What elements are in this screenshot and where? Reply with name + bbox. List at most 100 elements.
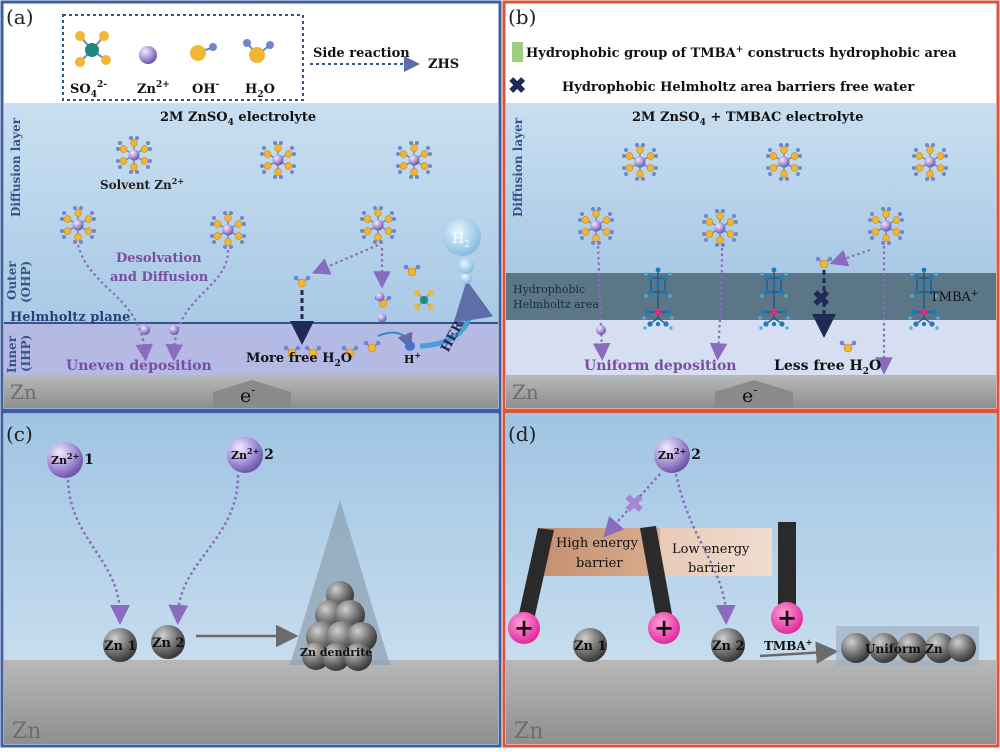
low-energy-label: Low energy	[672, 542, 750, 557]
panel-d-zn-electrode	[506, 660, 996, 744]
svg-text:+: +	[777, 603, 797, 632]
zn-ion	[596, 325, 606, 335]
zn-atom-1	[103, 628, 137, 662]
zn-ion	[375, 292, 385, 302]
zhs-label: ZHS	[428, 57, 459, 72]
panel-b-electrolyte-title: 2M ZnSO4 + TMBAC electrolyte	[632, 110, 864, 128]
tmba-chain-right: +	[771, 522, 803, 634]
svg-text:+: +	[514, 613, 534, 642]
panel-d-label: (d)	[508, 422, 536, 446]
legend-oh-label: OH-	[192, 80, 220, 97]
legend-hydrophobic-group: Hydrophobic group of TMBA+ constructs hy…	[526, 45, 957, 61]
zn-atom-2-label: Zn 2	[152, 636, 185, 651]
panel-d: (d) Zn2+ 2 High energy barrier Low energ…	[502, 410, 1000, 748]
water-molecule-icon	[243, 39, 274, 63]
so4-molecule	[414, 290, 434, 310]
panel-a-electrolyte-title: 2M ZnSO4 electrolyte	[160, 110, 316, 128]
her-arrow	[419, 280, 494, 349]
tmba-label: TMBA+	[930, 289, 978, 305]
tmba-cation-label: TMBA+	[764, 637, 812, 653]
more-free-water-label: More free H2O	[246, 351, 352, 369]
panel-b-ihp-band	[506, 320, 996, 375]
panel-c: (c) Zn2+ 1 Zn2+ 2 Zn 1 Zn 2 Zn dendrite …	[0, 410, 502, 748]
zn-dendrite-label: Zn dendrite	[300, 646, 372, 659]
zn-atom-1-label: Zn 1	[574, 639, 607, 654]
low-energy-barrier-label: barrier	[688, 561, 735, 576]
and-diffusion-label: and Diffusion	[110, 270, 209, 285]
panel-a-ihp-band	[4, 323, 498, 375]
uniform-growth-arrow	[759, 641, 839, 664]
panel-a-ihp-label: (IHP)	[19, 335, 33, 372]
low-energy-barrier	[660, 528, 772, 576]
so4-molecule-icon	[75, 31, 111, 67]
h-plus-label: H+	[404, 350, 421, 366]
legend-barrier: Hydrophobic Helmholtz area barriers free…	[562, 80, 914, 95]
high-energy-label: High energy	[556, 536, 639, 551]
side-reaction-label: Side reaction	[313, 46, 410, 61]
blocked-cross-icon: ✖	[812, 286, 830, 312]
less-free-water-label: Less free H2O	[774, 358, 881, 377]
legend-zn-label: Zn2+	[137, 80, 170, 97]
zn-ion-2	[227, 437, 263, 473]
helmholtz-area-label: Helmholtz area	[513, 298, 599, 311]
zn-ion	[377, 313, 387, 323]
panel-c-zn-electrode	[4, 660, 498, 744]
zn-ion-icon	[139, 46, 157, 64]
h2-bubble-large	[443, 218, 481, 256]
legend-so4-label: SO42-	[70, 80, 107, 100]
h2-label: H2	[452, 231, 470, 250]
panel-d-paths	[603, 473, 736, 625]
zn-atom-2	[711, 628, 745, 662]
uniform-zn-balls	[841, 633, 976, 663]
zn-atom-1-label: Zn 1	[104, 639, 137, 654]
solvent-zn-label: Solvent Zn2+	[100, 176, 184, 192]
high-energy-barrier	[542, 528, 660, 576]
tmba-chain-middle: +	[640, 526, 680, 644]
zn-atom-2-label: Zn 2	[712, 639, 745, 654]
panel-c-label: (c)	[6, 422, 33, 446]
h2-bubble	[460, 272, 472, 284]
zn-ion-1	[47, 442, 83, 478]
panel-a: (a) SO42- Zn2+ OH-	[0, 0, 502, 412]
dendrite-balls	[302, 581, 377, 671]
panel-a-inner-label: Inner	[5, 335, 19, 373]
desolvation-label: Desolvation	[116, 251, 202, 266]
panel-a-outer-label: Outer	[5, 261, 19, 300]
panel-a-label: (a)	[6, 5, 34, 29]
panel-b-electron-label: e-	[742, 383, 757, 407]
uniform-deposition-label: Uniform deposition	[584, 358, 736, 374]
panel-b: (b) Hydrophobic group of TMBA+ construct…	[502, 0, 1000, 412]
helmholtz-plane-label: Helmholtz plane	[10, 310, 130, 325]
panel-b-diffusion-layer-label: Diffusion layer	[511, 117, 525, 217]
panel-a-electron-label: e-	[240, 383, 255, 407]
panel-d-zn-label: Zn	[514, 719, 543, 744]
panel-b-electrolyte-bg	[506, 103, 996, 273]
panel-a-zn-label: Zn	[10, 380, 37, 404]
panel-a-legend-box	[62, 14, 304, 101]
blocked-path-cross-icon: ✖	[624, 489, 644, 518]
proton-arrow	[377, 331, 413, 350]
svg-text:+: +	[654, 613, 674, 642]
zn-atom-2	[151, 625, 185, 659]
panel-a-diffusion-layer-label: Diffusion layer	[9, 117, 23, 217]
panel-b-label: (b)	[508, 5, 536, 29]
tmba-chain-left: +	[508, 528, 554, 644]
zn-ion-2-label: Zn2+ 2	[231, 446, 274, 463]
zn-atom-1	[573, 628, 607, 662]
legend-h2o-label: H2O	[245, 82, 275, 100]
panel-b-zn-label: Zn	[512, 380, 539, 404]
panel-a-electrolyte-bg	[4, 103, 498, 323]
zn-ion	[169, 325, 179, 335]
barrier-cross-icon: ✖	[508, 73, 526, 99]
high-energy-barrier-label: barrier	[576, 556, 623, 571]
electron-flow-arrow	[213, 380, 291, 408]
panel-a-diffusion-arrows	[76, 243, 391, 362]
hydrophobic-label: Hydrophobic	[513, 283, 585, 296]
zn-ion-2	[654, 437, 690, 473]
zn-ion-2-label: Zn2+ 2	[658, 446, 701, 463]
uniform-zn-label: Uniform Zn	[865, 642, 943, 656]
electron-flow-arrow	[715, 380, 793, 408]
hydrophobic-group-legend-swatch	[512, 42, 523, 62]
proton-atom	[405, 341, 415, 351]
